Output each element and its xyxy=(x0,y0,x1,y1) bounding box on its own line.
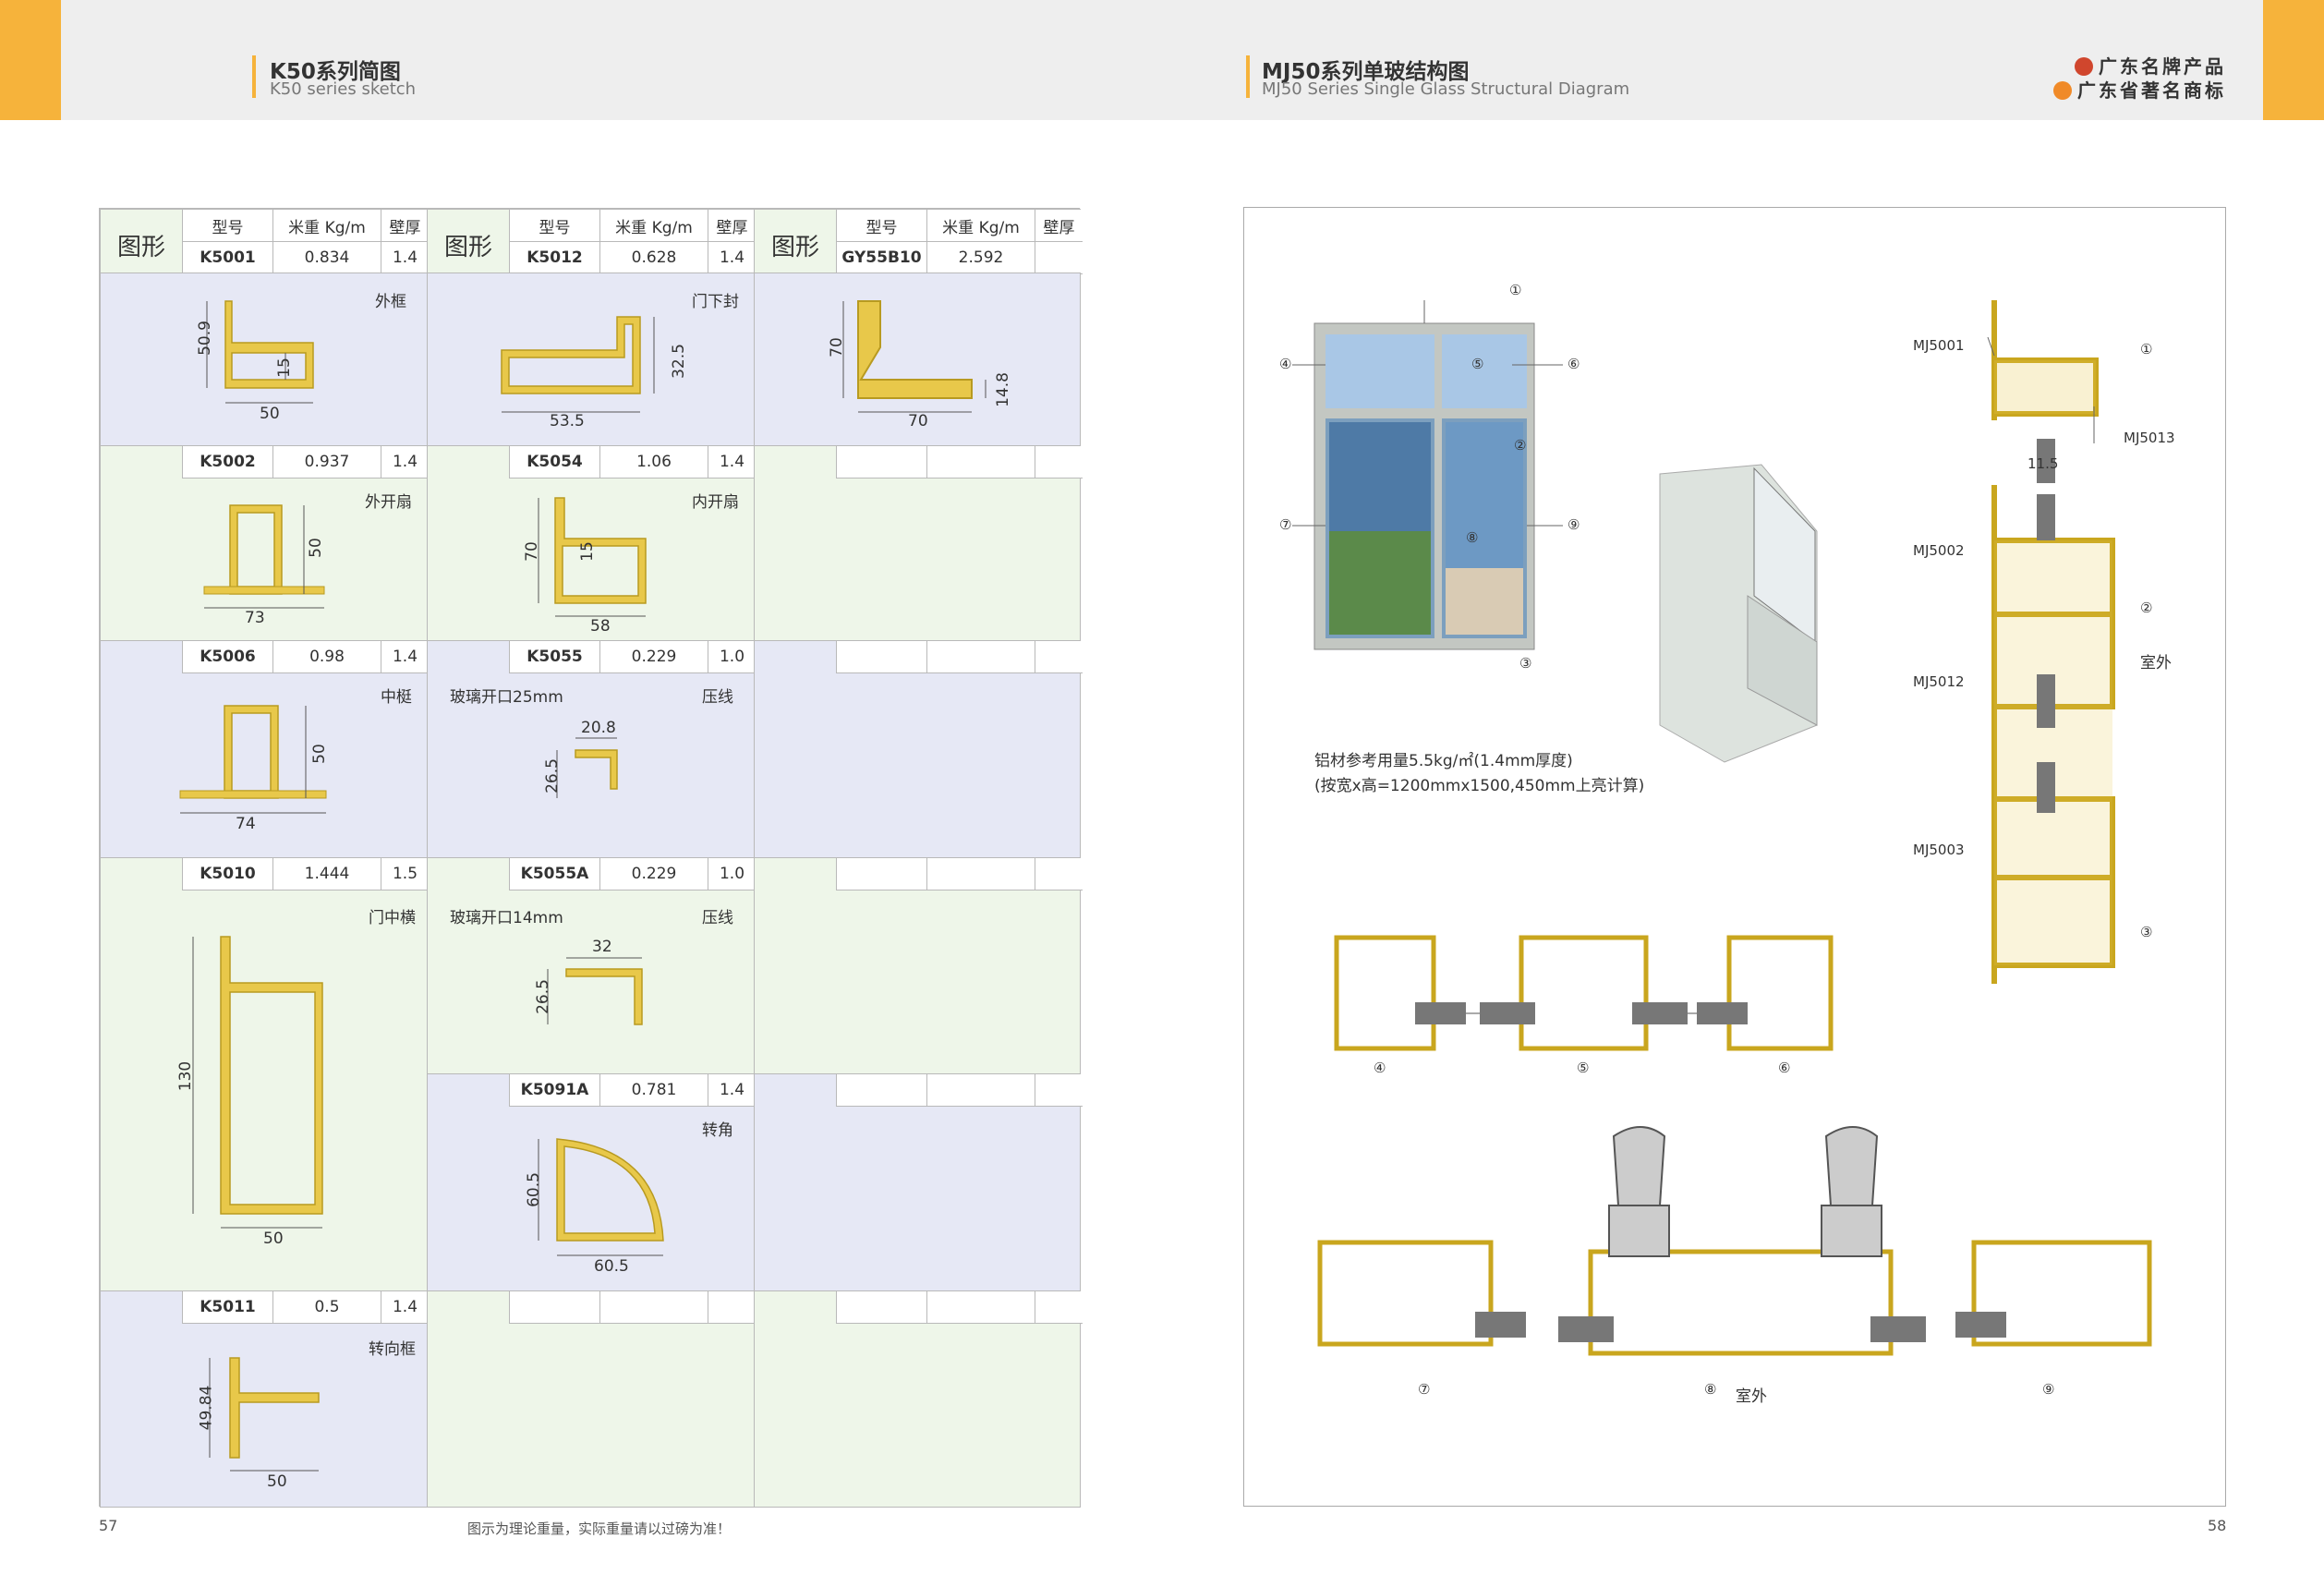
empty-cell-r6c2 xyxy=(427,1290,756,1508)
k5054-profile-drawing xyxy=(538,497,647,617)
gy55b10-profile-drawing xyxy=(842,300,986,413)
section-callout-5: ⑤ xyxy=(1577,1060,1590,1076)
callout-5: ⑤ xyxy=(1471,356,1484,372)
drawing-k5010: K5010 1.444 1.5 门中横 130 50 xyxy=(100,857,429,1291)
section-callout-6: ⑥ xyxy=(1778,1060,1791,1076)
left-title: K50系列简图 xyxy=(270,60,401,84)
k5012-profile-drawing xyxy=(501,316,655,413)
brand-line-1: 广东名牌产品 xyxy=(2075,52,2226,79)
section-callout-4: ④ xyxy=(1374,1060,1386,1076)
drawing-k5055: K5055 0.229 1.0 玻璃开口25mm 压线 20.8 26.5 xyxy=(427,640,756,858)
brand-badge-icon xyxy=(2075,57,2093,76)
drawing-gy55b10: 70 14.8 70 xyxy=(754,273,1081,446)
k5002-profile-drawing xyxy=(203,504,325,609)
drawing-k5054: K5054 1.06 1.4 内开扇 70 15 58 xyxy=(427,445,756,641)
k5011-profile-drawing xyxy=(209,1357,320,1472)
callout-3: ③ xyxy=(1519,655,1532,672)
drawing-k5091a: K5091A 0.781 1.4 转角 60.5 60.5 xyxy=(427,1073,756,1291)
weight-disclaimer: 图示为理论重量，实际重量请以过磅为准！ xyxy=(467,1520,732,1537)
k5010-profile-drawing xyxy=(192,936,323,1229)
section-callout-7: ⑦ xyxy=(1418,1381,1431,1398)
callout-8: ⑧ xyxy=(1466,529,1479,546)
callout-2: ② xyxy=(1514,437,1527,454)
outdoor-label-vertical: 室外 xyxy=(2140,654,2172,672)
callout-1: ① xyxy=(1509,282,1522,298)
empty-cell-r6c3 xyxy=(754,1290,1083,1508)
drawing-k5001: 外框 50.9 15 50 xyxy=(100,273,428,446)
empty-cell-r2c3 xyxy=(754,445,1083,641)
label-mj5012: MJ5012 xyxy=(1913,673,1965,690)
right-subtitle: MJ50 Series Single Glass Structural Diag… xyxy=(1262,79,1630,99)
col2-header: 图形 型号 米重 Kg/m 壁厚 K5012 0.628 1.4 xyxy=(427,209,756,274)
page-number-left: 57 xyxy=(99,1517,118,1534)
drawing-k5012: 门下封 32.5 53.5 xyxy=(427,273,755,446)
right-accent-tab xyxy=(2263,0,2324,120)
drawing-k5006: K5006 0.98 1.4 中梃 50 74 xyxy=(100,640,429,858)
dimension-11-5: 11.5 xyxy=(2027,455,2059,472)
col1-header: 图形 型号 米重 Kg/m 壁厚 K5001 0.834 1.4 xyxy=(100,209,429,274)
trademark-badge-icon xyxy=(2053,81,2072,100)
page-header: K50系列简图 K50 series sketch MJ50系列单玻结构图 MJ… xyxy=(0,0,2324,120)
page-number-right: 58 xyxy=(2208,1517,2227,1534)
right-title: MJ50系列单玻结构图 xyxy=(1262,60,1470,84)
label-mj5002: MJ5002 xyxy=(1913,542,1965,559)
section-callout-2: ② xyxy=(2140,600,2153,616)
empty-cell-r5c3 xyxy=(754,1073,1083,1291)
label-mj5003: MJ5003 xyxy=(1913,842,1965,858)
empty-cell-r4c3 xyxy=(754,857,1083,1074)
section-callout-1: ① xyxy=(2140,341,2153,357)
material-usage-line1: 铝材参考用量5.5kg/㎡(1.4mm厚度) xyxy=(1314,752,1573,770)
callout-6: ⑥ xyxy=(1567,356,1580,372)
left-title-bar xyxy=(252,55,256,98)
label-mj5013: MJ5013 xyxy=(2124,430,2175,446)
profile-table: 图形 型号 米重 Kg/m 壁厚 K5001 0.834 1.4 图形 型号 米… xyxy=(99,208,1083,1508)
outdoor-label-horizontal: 室外 xyxy=(1736,1387,1767,1406)
section-callout-9: ⑨ xyxy=(2042,1381,2055,1398)
drawing-k5011: K5011 0.5 1.4 转向框 49.84 50 xyxy=(100,1290,429,1508)
drawing-k5002: K5002 0.937 1.4 外开扇 50 73 xyxy=(100,445,429,641)
structure-diagram-panel: ① ② ③ ④ ⑤ ⑥ ⑦ ⑧ ⑨ ① ② ③ ④ ⑤ ⑥ ⑦ ⑧ ⑨ 铝材参考… xyxy=(1243,207,2226,1507)
callout-9: ⑨ xyxy=(1567,516,1580,533)
callout-7: ⑦ xyxy=(1279,516,1292,533)
callout-4: ④ xyxy=(1279,356,1292,372)
left-accent-tab xyxy=(0,0,61,120)
structure-diagram-drawing xyxy=(1292,300,2152,1356)
k5001-profile-drawing xyxy=(206,300,314,404)
k5055-profile-drawing xyxy=(556,737,618,798)
section-callout-8: ⑧ xyxy=(1704,1381,1717,1398)
empty-cell-r3c3 xyxy=(754,640,1083,858)
drawing-k5055a: K5055A 0.229 1.0 玻璃开口14mm 压线 32 26.5 xyxy=(427,857,756,1074)
brand-line-2: 广东省著名商标 xyxy=(2053,76,2226,103)
label-mj5001: MJ5001 xyxy=(1913,337,1965,354)
k5091a-profile-drawing xyxy=(538,1138,664,1256)
k5006-profile-drawing xyxy=(179,705,327,814)
section-callout-3: ③ xyxy=(2140,924,2153,940)
col3-header: 图形 型号 米重 Kg/m 壁厚 GY55B10 2.592 xyxy=(754,209,1083,274)
material-usage-line2: (按宽x高=1200mmx1500,450mm上亮计算) xyxy=(1314,777,1645,795)
k5055a-profile-drawing xyxy=(547,957,643,1025)
left-subtitle: K50 series sketch xyxy=(270,79,417,99)
right-title-bar xyxy=(1246,55,1250,98)
